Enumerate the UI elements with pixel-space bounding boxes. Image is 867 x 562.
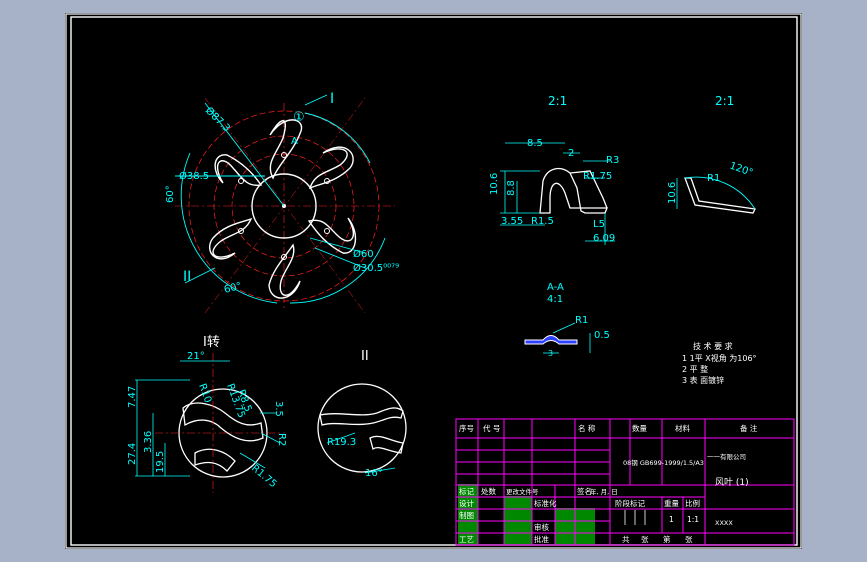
dim-r1-75: R1.75 (583, 171, 612, 182)
hdr-qty: 数量 (632, 423, 647, 433)
lbl-sheets: 张 (641, 535, 649, 544)
dim-r3: R3 (606, 155, 619, 166)
scale-value: 1:1 (687, 515, 699, 524)
view-label-ii: II (183, 269, 191, 285)
lbl-design: 设计 (459, 498, 474, 508)
dim-l5: L5 (593, 219, 605, 230)
lbl-no: 第 (663, 534, 671, 544)
dim-19-5: 19.5 (155, 451, 166, 473)
lbl-total: 共 (622, 535, 630, 544)
detail-left-scale: 2:1 (548, 94, 567, 108)
rotated-view: I转 21° R10 R13.75 R8.5 3.5 7.47 27.4 3.3… (127, 335, 287, 493)
dim-3-5: 3.5 (273, 401, 284, 417)
rotated-view-title: I转 (203, 335, 220, 350)
view-label-i: I (330, 91, 334, 107)
weight-value: 1 (669, 515, 674, 524)
lbl-standard: 标准化 (534, 498, 557, 508)
lbl-count: 处数 (481, 486, 496, 496)
dim-r1-right: R1 (707, 173, 720, 184)
lbl-process: 工艺 (459, 535, 474, 544)
view-ii: II R19.3 16° (317, 349, 407, 479)
lbl-change-doc: 更改文件号 (506, 487, 539, 496)
lbl-mark: 标记 (459, 486, 474, 496)
dim-d30: Ø30.5⁰⁰⁷⁹ (353, 262, 399, 274)
detail-right-scale: 2:1 (715, 94, 734, 108)
dim-3-36: 3.36 (143, 431, 154, 453)
dim-r10: R10 (196, 382, 213, 404)
dim-8-5: 8.5 (527, 138, 543, 149)
section-aa-title: A-A (547, 282, 564, 293)
lbl-approve: 批准 (534, 534, 549, 544)
lbl-review: 审核 (534, 522, 549, 532)
tech-item-1: 1 1平 X视角 为106° (682, 353, 757, 363)
outer-frame (65, 13, 802, 549)
dim-21deg: 21° (187, 351, 205, 362)
dim-r2: R2 (276, 433, 287, 446)
dim-aa-0-5: 0.5 (594, 330, 610, 341)
tech-requirements: 技 术 要 求 1 1平 X视角 为106° 2 平 整 3 表 面镀锌 (682, 341, 757, 385)
dim-angle-left: 60° (165, 185, 176, 203)
hdr-material: 材料 (675, 423, 690, 433)
lbl-sign: 签名 (577, 486, 592, 496)
circle-marker-1: ① (293, 110, 305, 125)
dim-7-47: 7.47 (127, 386, 138, 408)
dim-d87: Ø87.3 (203, 105, 233, 135)
section-aa-scale: 4:1 (547, 294, 563, 305)
drawing-number: XXXX (715, 519, 733, 527)
dim-3-55: 3.55 (501, 216, 523, 227)
lbl-scale: 比例 (685, 498, 700, 508)
lbl-drawing: 制图 (459, 510, 474, 520)
hdr-code: 代 号 (483, 423, 500, 433)
main-view: Ø87.3 Ø38.5 Ø60 Ø30.5⁰⁰⁷⁹ 60° 60° ① A I … (165, 91, 399, 314)
lbl-date: 年, 月, 日 (590, 487, 618, 496)
section-aa: A-A 4:1 R1 0.5 3 (524, 282, 610, 358)
tech-title: 技 术 要 求 (693, 341, 733, 351)
dim-d60: Ø60 (353, 248, 374, 260)
dim-8-8: 8.8 (506, 180, 517, 196)
detail-right: 2:1 120° R1 10.6 (667, 94, 756, 214)
section-a-marker: A (291, 136, 298, 147)
drawing-viewport[interactable]: Ø87.3 Ø38.5 Ø60 Ø30.5⁰⁰⁷⁹ 60° 60° ① A I … (65, 13, 802, 549)
dim-16deg: 16° (365, 468, 383, 479)
dim-10-6-right: 10.6 (667, 182, 678, 204)
dim-2: 2 (568, 148, 574, 159)
hdr-seq: 序号 (459, 423, 474, 433)
dim-6-09: 6.09 (593, 233, 615, 244)
dim-27-4: 27.4 (127, 443, 138, 465)
company-name: 一一有限公司 (707, 452, 746, 461)
tech-item-2: 2 平 整 (682, 364, 708, 374)
detail-left: 2:1 8.5 2 R3 10.6 8.8 R1.75 3.55 R1.5 L5… (489, 94, 619, 245)
dim-aa-3: 3 (548, 349, 553, 358)
dim-120deg: 120° (728, 160, 754, 179)
view-ii-title: II (361, 349, 369, 364)
dim-r19-3: R19.3 (327, 437, 356, 448)
inner-frame (70, 16, 798, 546)
lbl-sheet: 张 (685, 535, 693, 544)
lbl-stage: 阶段标记 (615, 498, 645, 508)
hdr-remark: 备 注 (740, 423, 758, 433)
dim-d38: Ø38.5 (179, 170, 209, 182)
material-text: 08钢 GB699-1999/1.5/A3 (623, 459, 704, 467)
dim-aa-r1: R1 (575, 315, 588, 326)
dim-r1-5: R1.5 (531, 216, 554, 227)
hdr-name: 名 称 (578, 423, 596, 433)
lbl-weight: 重量 (664, 499, 679, 508)
title-block: 序号 代 号 名 称 数量 材料 备 注 08钢 GB699-1999/1.5/… (455, 418, 795, 546)
dim-10-6: 10.6 (489, 173, 500, 195)
cad-drawing: Ø87.3 Ø38.5 Ø60 Ø30.5⁰⁰⁷⁹ 60° 60° ① A I … (65, 13, 802, 549)
tech-item-3: 3 表 面镀锌 (682, 375, 724, 385)
part-name: 风叶 (1) (715, 477, 749, 488)
dim-angle-bottom: 60° (223, 281, 243, 296)
